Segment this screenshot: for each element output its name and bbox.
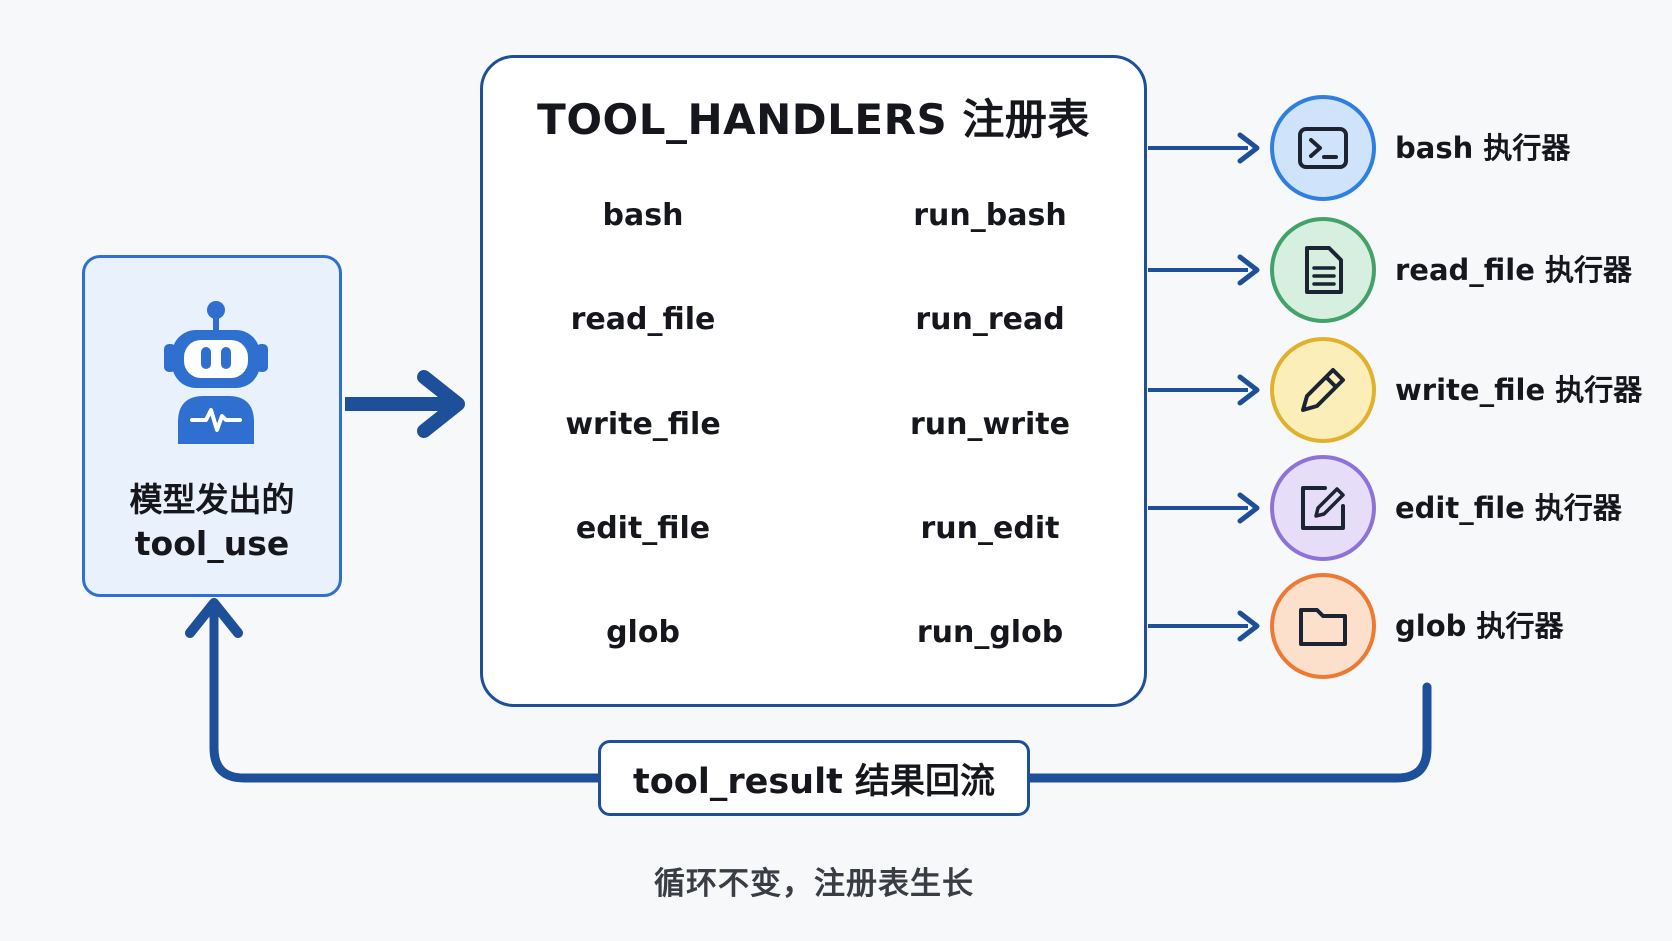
terminal-icon xyxy=(1298,127,1348,169)
result-return-line-left xyxy=(209,605,603,783)
handler-name-3: run_write xyxy=(910,406,1070,442)
tool-name-5: glob xyxy=(606,614,680,650)
model-label-line2: tool_use xyxy=(134,524,290,563)
executor-circle-3 xyxy=(1270,337,1376,443)
model-to-registry-arrowhead xyxy=(417,370,465,438)
folder-icon xyxy=(1299,608,1347,646)
robot-icon xyxy=(164,301,268,444)
model-tool-use-box: 模型发出的 tool_use xyxy=(82,255,342,597)
executor-label-4: edit_file 执行器 xyxy=(1395,491,1622,525)
executor-circle-4 xyxy=(1270,455,1376,561)
executor-label-2: read_file 执行器 xyxy=(1395,253,1632,287)
handler-name-2: run_read xyxy=(915,301,1065,337)
executor-arrowhead-4 xyxy=(1237,492,1260,524)
model-label-line1: 模型发出的 xyxy=(129,480,295,519)
executor-circle-2 xyxy=(1270,217,1376,323)
registry-title: TOOL_HANDLERS 注册表 xyxy=(537,95,1090,144)
handler-name-5: run_glob xyxy=(916,614,1064,650)
executor-circle-1 xyxy=(1270,95,1376,201)
edit-icon xyxy=(1301,486,1345,530)
caption: 循环不变，注册表生长 xyxy=(654,866,974,902)
handler-name-1: run_bash xyxy=(913,197,1067,233)
tool-name-1: bash xyxy=(602,197,684,233)
executor-label-1: bash 执行器 xyxy=(1395,131,1571,165)
tool-name-4: edit_file xyxy=(575,510,711,546)
executor-arrowhead-3 xyxy=(1237,374,1260,406)
result-return-line-right xyxy=(1025,682,1432,783)
executor-label-3: write_file 执行器 xyxy=(1395,373,1643,407)
tool-result-box: tool_result 结果回流 xyxy=(598,740,1030,816)
document-icon xyxy=(1305,246,1343,294)
executor-arrowhead-2 xyxy=(1237,254,1260,286)
tool-name-3: write_file xyxy=(565,406,721,442)
result-return-arrowhead xyxy=(185,598,243,638)
model-label: 模型发出的 tool_use xyxy=(85,478,339,566)
executor-arrowhead-5 xyxy=(1237,610,1260,642)
pencil-icon xyxy=(1301,368,1345,412)
executor-arrowhead-1 xyxy=(1237,132,1260,164)
executor-circle-5 xyxy=(1270,573,1376,679)
tool-name-2: read_file xyxy=(570,301,716,337)
executor-label-5: glob 执行器 xyxy=(1395,609,1564,643)
handler-name-4: run_edit xyxy=(920,510,1060,546)
tool-handlers-registry: TOOL_HANDLERS 注册表 xyxy=(480,55,1147,707)
